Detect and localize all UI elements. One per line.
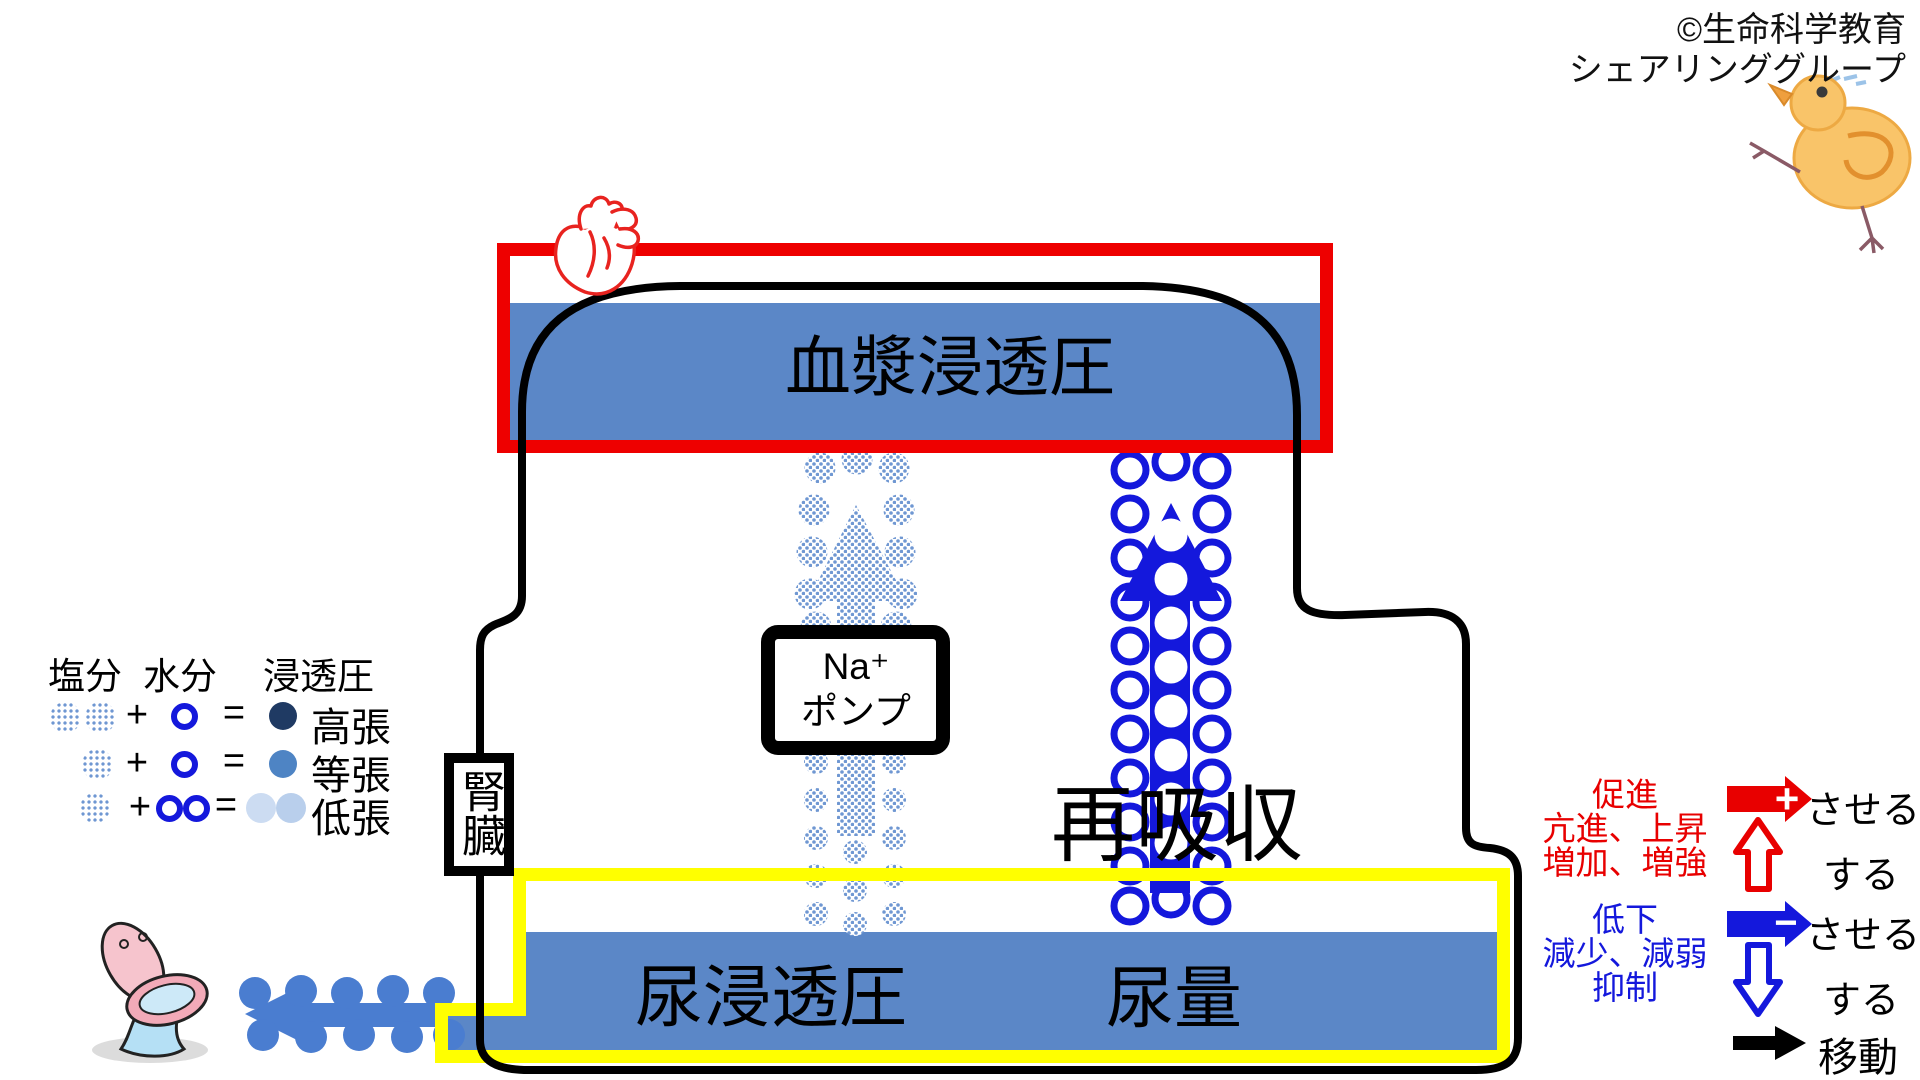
salt-particle-icon <box>50 702 81 733</box>
water-molecule-icon <box>183 795 210 822</box>
suppress-line1: 低下 <box>1592 901 1658 938</box>
suppress-line3: 抑制 <box>1592 969 1658 1006</box>
chick-illustration <box>1749 74 1912 254</box>
salt-up-arrow <box>808 505 907 836</box>
promote-line3: 増加、増強 <box>1542 844 1708 881</box>
suppress-terms: 低下 減少、減弱 抑制 <box>1505 903 1745 1005</box>
plus-operator: + <box>128 786 152 828</box>
plus-sign: + <box>1775 775 1800 822</box>
suppress-solid-arrow: − <box>1727 901 1812 947</box>
copyright-line2: シェアリンググループ <box>1568 51 1906 89</box>
promote-line1: 促進 <box>1592 776 1658 813</box>
osmotic-pressure-header: 浸透圧 <box>263 656 374 697</box>
heart-icon <box>553 195 641 296</box>
hypotonic-icon <box>246 793 276 823</box>
water-header: 水分 <box>143 656 217 697</box>
plasma-osmotic-pressure-label: 血漿浸透圧 <box>785 330 1115 404</box>
urine-droplets <box>239 975 465 1053</box>
urine-box-border <box>435 868 1510 1063</box>
promote-terms: 促進 亢進、上昇 増加、増強 <box>1505 778 1745 880</box>
water-molecule-icon <box>156 795 183 822</box>
suppress-saseru-label: させる <box>1806 915 1920 957</box>
water-molecule-icon <box>171 751 198 778</box>
water-molecule-icon <box>171 703 198 730</box>
move-label: 移動 <box>1818 1036 1898 1080</box>
copyright-credit: ©生命科学教育 シェアリンググループ <box>1569 10 1906 90</box>
water-up-arrow <box>1120 503 1222 893</box>
salt-particle-icon <box>82 749 113 780</box>
suppress-outline-down-arrow <box>1733 942 1783 1017</box>
isotonic-icon <box>269 750 297 778</box>
isotonic-label: 等張 <box>311 754 391 798</box>
salt-particle-icon <box>80 793 110 823</box>
hypotonic-icon <box>276 793 306 823</box>
salt-header: 塩分 <box>48 656 122 697</box>
na-pump-box <box>761 625 950 755</box>
equals-operator: = <box>222 692 246 734</box>
plus-operator: + <box>125 742 149 784</box>
nephron-outline <box>476 282 1522 1074</box>
promote-outline-up-arrow <box>1733 817 1783 892</box>
plasma-box <box>497 243 1333 453</box>
hypertonic-label: 高張 <box>311 706 391 750</box>
promote-solid-arrow: + <box>1727 775 1812 822</box>
reabsorption-label: 再吸収 <box>1050 778 1303 872</box>
urine-osmotic-pressure-label: 尿浸透圧 <box>634 960 907 1036</box>
hypotonic-label: 低張 <box>311 797 391 841</box>
plasma-box-border <box>497 243 1333 453</box>
move-arrow <box>1733 1026 1806 1060</box>
na-pump-label: Na⁺ ポンプ <box>775 644 937 734</box>
promote-saseru-label: させる <box>1806 790 1920 832</box>
hypertonic-icon <box>269 702 297 730</box>
kidney-label: 腎臓 <box>455 769 504 857</box>
urine-volume-label: 尿量 <box>1105 961 1242 1037</box>
toilet-illustration <box>92 921 209 1063</box>
equals-operator: = <box>214 784 238 826</box>
equals-operator: = <box>222 740 246 782</box>
urine-box <box>435 868 1510 1063</box>
salt-particle-icon <box>85 702 116 733</box>
copyright-line1: ©生命科学教育 <box>1676 11 1906 49</box>
na-pump-line1: Na⁺ <box>822 646 890 687</box>
promote-suru-label: する <box>1823 855 1900 897</box>
kidney-box <box>444 753 514 876</box>
na-pump-line2: ポンプ <box>801 691 911 732</box>
minus-sign: − <box>1774 901 1797 945</box>
promote-line2: 亢進、上昇 <box>1542 810 1708 847</box>
plus-operator: + <box>125 694 149 736</box>
suppress-line2: 減少、減弱 <box>1542 935 1708 972</box>
suppress-suru-label: する <box>1823 980 1900 1022</box>
